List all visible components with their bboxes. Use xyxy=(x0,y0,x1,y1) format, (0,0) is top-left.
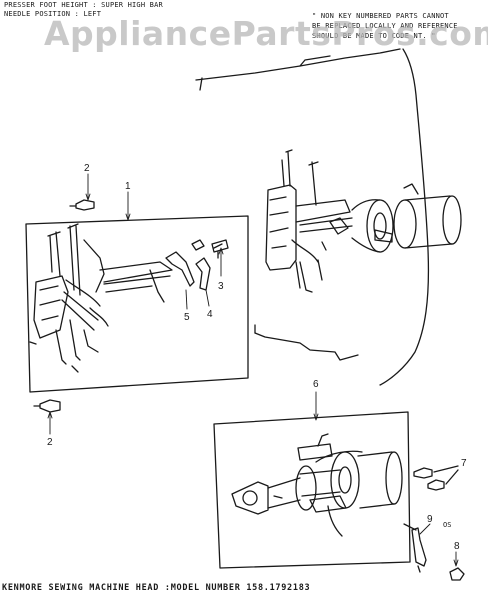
parts-note-line-2: BE REPLACED LOCALLY AND REFERENCE xyxy=(312,22,458,30)
parts-8-9 xyxy=(403,523,465,581)
callout-7: 7 xyxy=(461,458,467,469)
callout-os-mark: OS xyxy=(443,521,452,529)
part-6-assembly xyxy=(231,433,403,537)
callout-3: 3 xyxy=(218,281,224,292)
callout-6: 6 xyxy=(313,379,319,390)
callout-9: 9 xyxy=(427,514,433,525)
callout-2-bottom: 2 xyxy=(47,437,53,448)
callout-8: 8 xyxy=(454,541,460,552)
callout-2-top: 2 xyxy=(84,163,90,174)
parts-note-line-1: " NON KEY NUMBERED PARTS CANNOT xyxy=(312,12,449,20)
callout-box-1 xyxy=(25,215,249,393)
parts-3-4-5 xyxy=(165,239,229,291)
installed-mechanism xyxy=(265,149,462,293)
callout-box-6 xyxy=(213,411,411,569)
callout-4: 4 xyxy=(207,309,213,320)
callout-5: 5 xyxy=(184,312,190,323)
watermark-logo: AppliancePartsPros.com xyxy=(44,14,488,53)
leader-lines xyxy=(47,173,459,567)
parts-note-line-3: SHOULD BE MADE TO CODE NT. " xyxy=(312,32,436,40)
machine-head-outline xyxy=(195,48,430,386)
screw-2-top xyxy=(69,199,95,211)
part-1-assembly xyxy=(29,223,173,373)
callout-1: 1 xyxy=(125,181,131,192)
presser-foot-spec: PRESSER FOOT HEIGHT : SUPER HIGH BAR xyxy=(4,1,163,9)
model-caption: KENMORE SEWING MACHINE HEAD :MODEL NUMBE… xyxy=(2,583,311,593)
parts-7-screws xyxy=(413,465,459,491)
needle-position-spec: NEEDLE POSITION : LEFT xyxy=(4,10,102,18)
screw-2-bottom xyxy=(33,399,61,413)
